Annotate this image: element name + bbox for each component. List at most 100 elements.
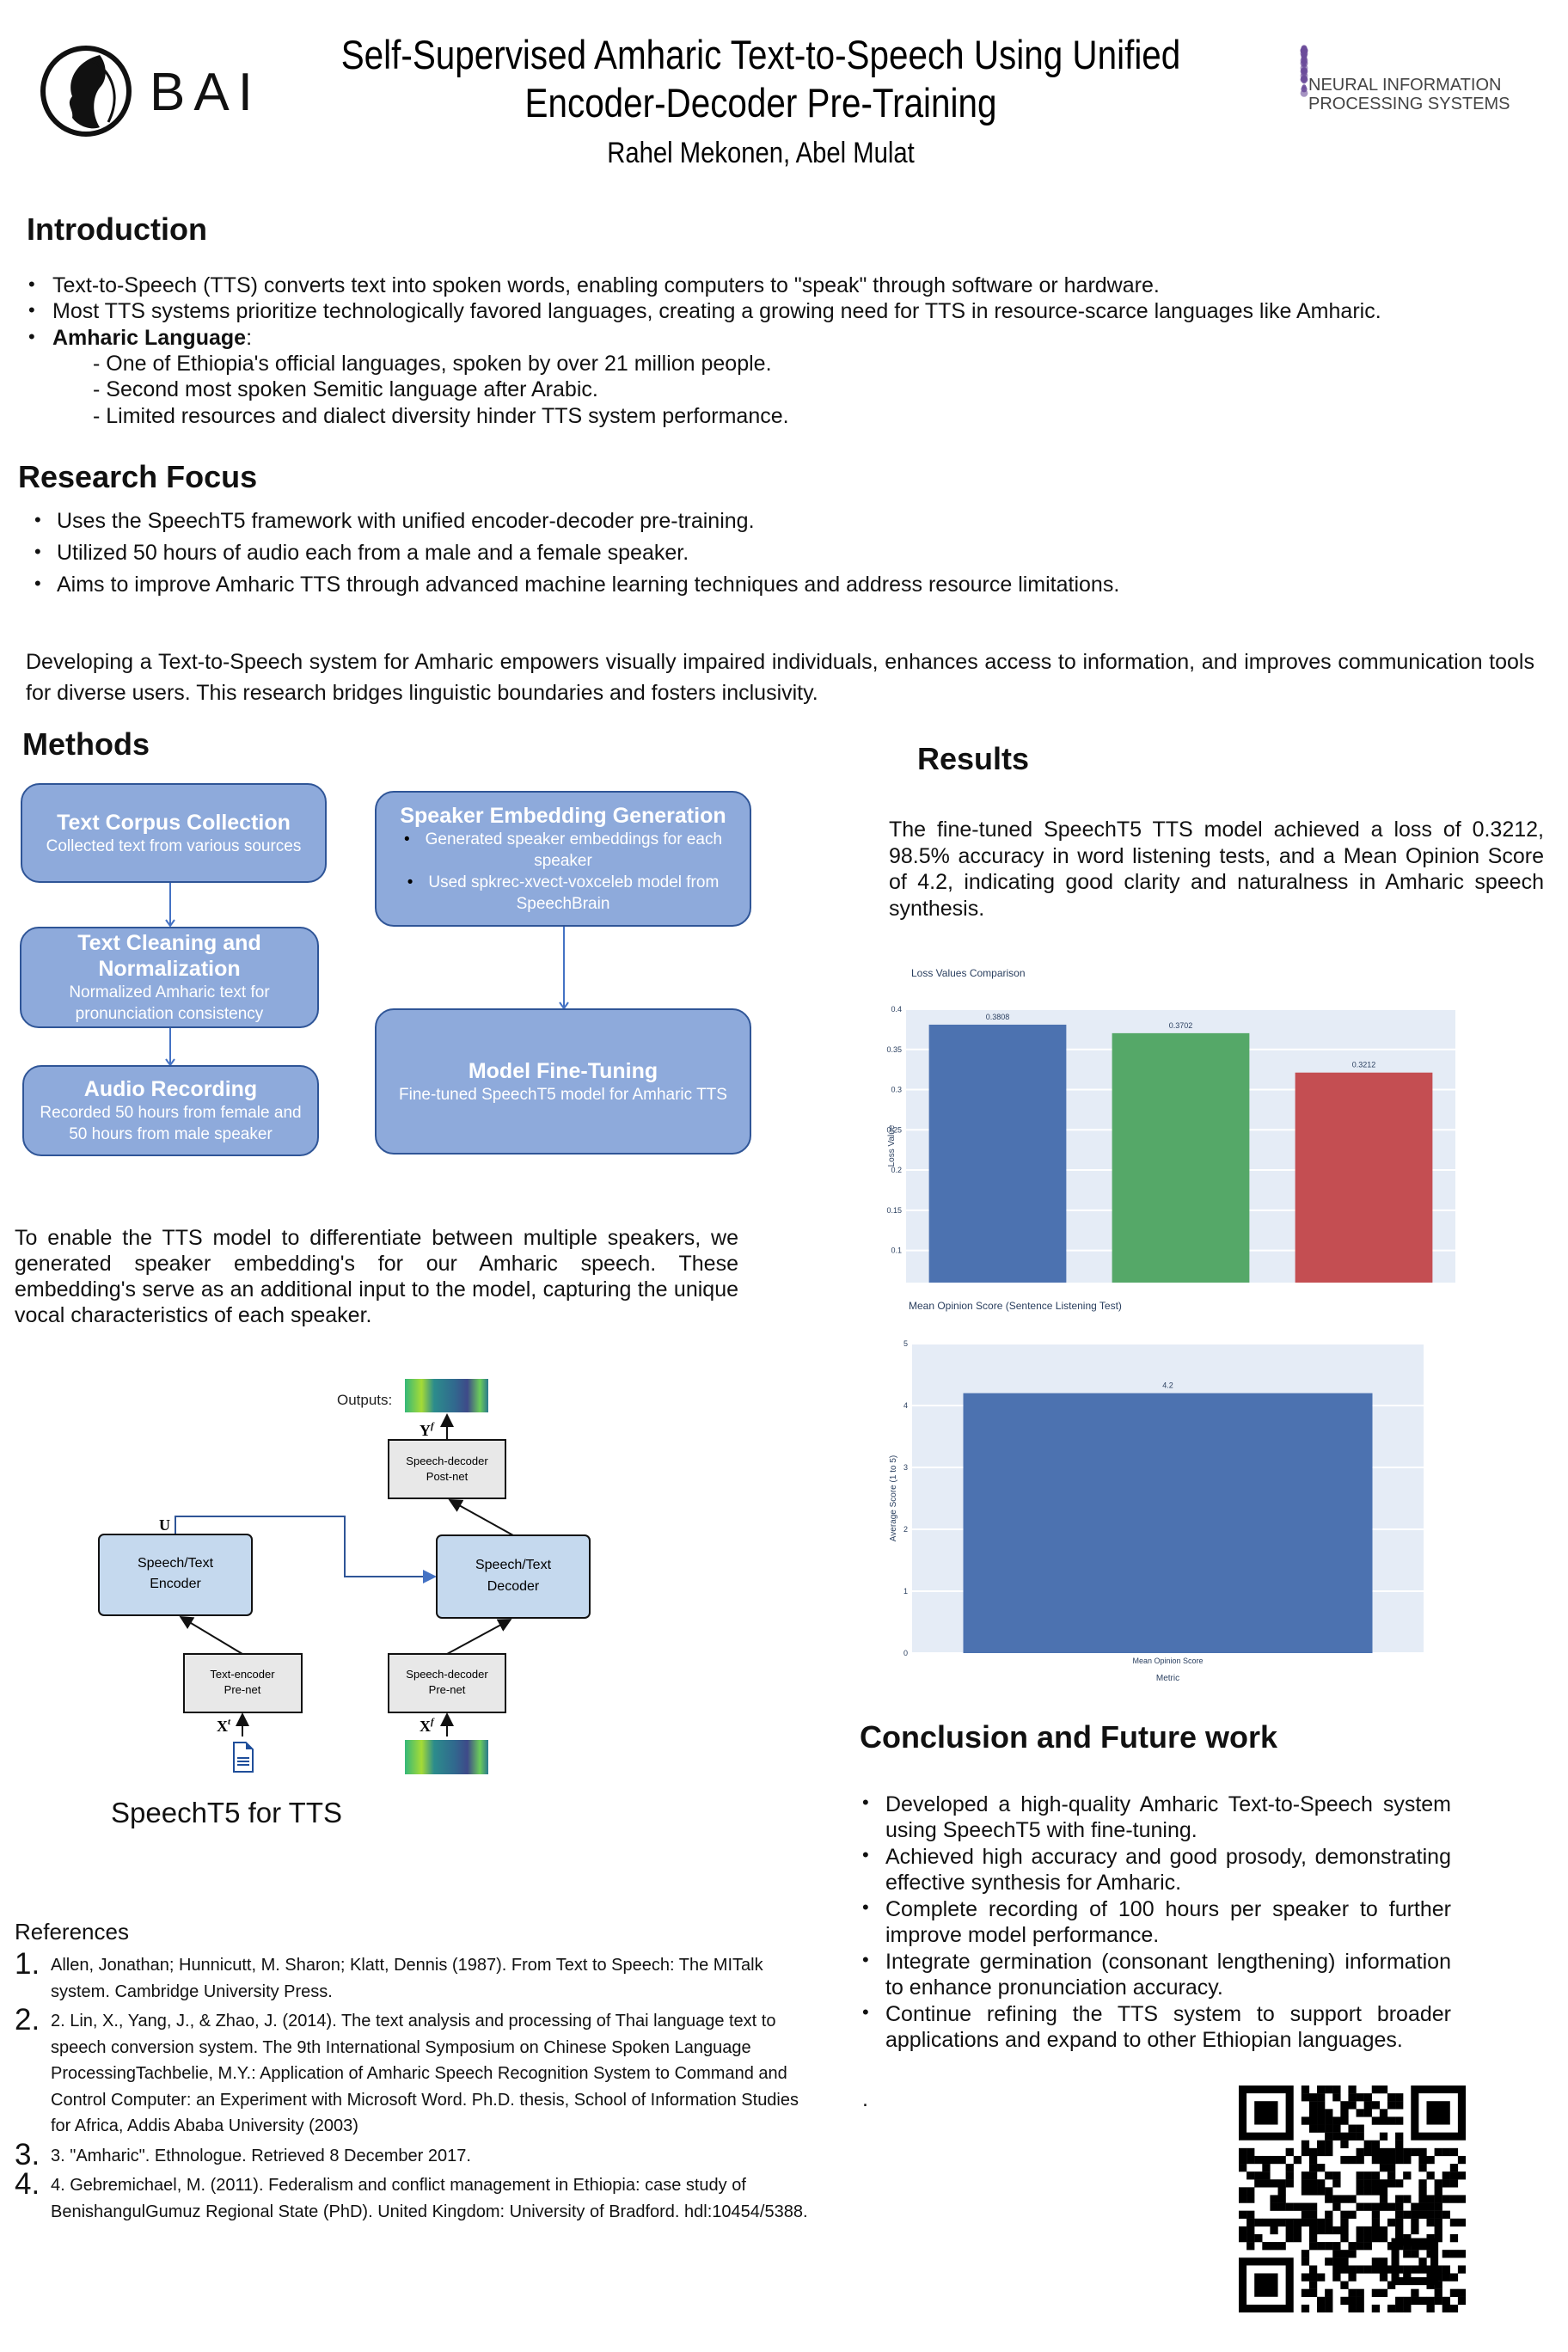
qr-module: [1340, 2132, 1349, 2141]
qr-module: [1277, 2155, 1286, 2165]
qr-module: [1340, 2155, 1349, 2165]
qr-module: [1317, 2304, 1326, 2312]
flow-box-bullets: Generated speaker embeddings for each sp…: [385, 829, 741, 915]
qr-module: [1293, 2226, 1302, 2235]
qr-module: [1371, 2233, 1381, 2243]
qr-module: [1434, 2187, 1442, 2196]
qr-module: [1348, 2124, 1357, 2133]
qr-module: [1418, 2164, 1427, 2172]
qr-module: [1434, 2179, 1442, 2188]
qr-module: [1426, 2296, 1435, 2306]
qr-module: [1418, 2202, 1427, 2211]
qr-module: [1363, 2179, 1372, 2188]
qr-module: [1348, 2296, 1357, 2306]
qr-module: [1434, 2281, 1442, 2289]
qr-module: [1246, 2218, 1255, 2227]
qr-module: [1426, 2304, 1435, 2312]
qr-module: [1325, 2210, 1333, 2219]
qr-module: [1387, 2281, 1396, 2289]
qr-module: [1270, 2195, 1278, 2203]
research-bullet: Uses the SpeechT5 framework with unified…: [57, 509, 755, 533]
qr-module: [1301, 2093, 1310, 2102]
qr-module: [1332, 2273, 1341, 2282]
qr-module: [1371, 2202, 1381, 2211]
flow-audio-recording: Audio Recording Recorded 50 hours from f…: [22, 1065, 319, 1156]
qr-module: [1246, 2195, 1255, 2203]
qr-module: [1348, 2132, 1357, 2141]
qr-module: [1348, 2210, 1357, 2219]
qr-module: [1356, 2171, 1364, 2180]
qr-module: [1285, 2171, 1294, 2180]
yf-label: Yf: [420, 1421, 435, 1439]
logo-dot: [1302, 68, 1306, 72]
qr-module: [1356, 2233, 1364, 2243]
conclusion-bullet: Complete recording of 100 hours per spea…: [885, 1897, 1451, 1947]
qr-module: [1308, 2242, 1318, 2251]
qr-module: [1363, 2202, 1372, 2211]
qr-module: [1340, 2218, 1349, 2227]
qr-module: [1301, 2202, 1310, 2211]
qr-module: [1348, 2101, 1357, 2110]
qr-module: [1371, 2304, 1381, 2312]
reference-item: 4. Gebremichael, M. (2011). Federalism a…: [51, 2176, 808, 2221]
qr-module: [1449, 2195, 1459, 2203]
bullet-dot: •: [34, 573, 41, 594]
qr-module: [1403, 2155, 1412, 2165]
qr-module: [1371, 2155, 1381, 2165]
qr-module: [1285, 2233, 1294, 2243]
logo-dot: [1300, 89, 1308, 97]
qr-module: [1395, 2304, 1404, 2312]
qr-module: [1301, 2147, 1310, 2157]
qr-module: [1301, 2187, 1310, 2196]
reference-row: 2. 2. Lin, X., Yang, J., & Zhao, J. (201…: [15, 2005, 810, 2140]
qr-module: [1403, 2195, 1412, 2203]
qr-module: [1246, 2155, 1255, 2165]
qr-module: [1449, 2171, 1459, 2180]
qr-module: [1403, 2304, 1412, 2312]
qr-module: [1254, 2179, 1263, 2188]
qr-module: [1340, 2101, 1349, 2110]
qr-module: [1371, 2101, 1381, 2110]
qr-module: [1340, 2281, 1349, 2289]
intro-sub-item: - One of Ethiopia's official languages, …: [93, 352, 772, 376]
qr-module: [1418, 2147, 1427, 2157]
y-tick-label: 0.4: [891, 1005, 902, 1014]
qr-code[interactable]: [1239, 2086, 1466, 2312]
qr-module: [1308, 2233, 1318, 2243]
qr-module: [1301, 2250, 1310, 2258]
qr-module: [1395, 2101, 1404, 2110]
encoder-label: Speech/Text: [138, 1556, 214, 1571]
bar-data-label: 0.3808: [986, 1013, 1010, 1021]
qr-module: [1285, 2164, 1294, 2172]
y-tick-label: 5: [903, 1339, 908, 1348]
qr-module: [1308, 2265, 1318, 2274]
qr-module: [1301, 2116, 1310, 2125]
qr-module: [1449, 2218, 1459, 2227]
arrow: [448, 1499, 514, 1536]
qr-module: [1387, 2147, 1396, 2157]
qr-module: [1325, 2296, 1333, 2306]
qr-module: [1371, 2147, 1381, 2157]
conclusion-bullet: Integrate germination (consonant lengthe…: [885, 1950, 1451, 2000]
input-spectrogram: [405, 1740, 488, 1774]
flow-model-fine-tuning: Model Fine-Tuning Fine-tuned SpeechT5 mo…: [375, 1008, 751, 1155]
qr-module: [1379, 2187, 1388, 2196]
speech-decoder-prenet-box: [388, 1653, 506, 1713]
flow-text-corpus-collection: Text Corpus Collection Collected text fr…: [21, 783, 327, 883]
bullet-dot: •: [34, 541, 41, 562]
qr-module: [1426, 2202, 1435, 2211]
qr-module: [1308, 2124, 1318, 2133]
qr-module: [1434, 2147, 1442, 2157]
qr-module: [1356, 2147, 1364, 2157]
output-spectrogram: [405, 1379, 488, 1412]
qr-module: [1371, 2187, 1381, 2196]
logo-dot: [1300, 75, 1308, 83]
qr-module: [1363, 2226, 1372, 2235]
qr-module: [1395, 2093, 1404, 2102]
bar: [1112, 1032, 1250, 1283]
qr-module: [1356, 2124, 1364, 2133]
qr-alignment: [1391, 2238, 1439, 2286]
qr-module: [1379, 2273, 1388, 2282]
qr-module: [1246, 2210, 1255, 2219]
qr-module: [1371, 2218, 1381, 2227]
